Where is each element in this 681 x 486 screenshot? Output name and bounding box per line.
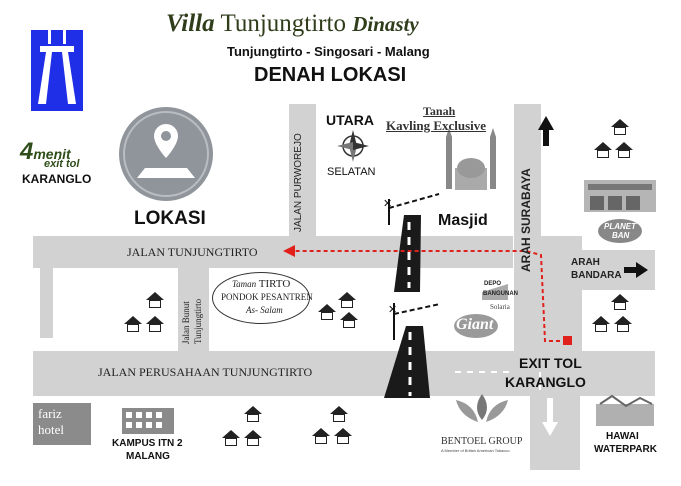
svg-text:✕: ✕: [388, 303, 397, 316]
exit-tol-line2: KARANGLO: [505, 374, 586, 390]
house-icon: [318, 304, 336, 320]
road-label-bunut-2: Tunjungtirto: [193, 298, 203, 344]
house-icon: [615, 142, 633, 158]
badge-menit: menit: [33, 146, 71, 162]
road-bunut-tunjungtirto: [178, 258, 209, 354]
pondok-pesantren: PONDOK PESANTREN: [221, 292, 313, 302]
bentoel-logo-icon: [456, 394, 508, 422]
highway-sign-icon: [29, 28, 85, 113]
road-label-arah-surabaya: ARAH SURABAYA: [519, 168, 533, 272]
house-icon: [312, 428, 330, 444]
subtitle: Tunjungtirto - Singosari - Malang: [227, 44, 430, 59]
badge-minutes: 4menit: [20, 138, 71, 166]
hawai-2: WATERPARK: [594, 444, 657, 455]
map-title: DENAH LOKASI: [254, 64, 407, 86]
page-title: Villa Tunjungtirto Dinasty: [166, 10, 419, 38]
waterpark-icon: [596, 394, 654, 426]
pondok-tirto: TIRTO: [258, 278, 291, 290]
road-label-perusahaan: JALAN PERUSAHAAN TUNJUNGTIRTO: [98, 365, 313, 379]
hawai-1: HAWAI: [606, 431, 639, 442]
pondok-taman: Taman: [232, 279, 257, 289]
planet-ban-logo-icon: [598, 219, 642, 243]
arrow-down-icon: [542, 398, 558, 436]
location-label: LOKASI: [134, 208, 206, 229]
bentoel-1: BENTOEL GROUP: [441, 436, 523, 447]
depo-1: DEPO: [484, 281, 502, 287]
solaria-label: Solaria: [490, 303, 510, 311]
tanah-line2: Kavling Exclusive: [386, 118, 487, 133]
pondok-badge: [212, 272, 310, 324]
house-icon: [124, 316, 142, 332]
route-line: [291, 250, 567, 342]
house-icon: [334, 428, 352, 444]
road-label-arah: ARAH: [571, 257, 600, 268]
mosque-icon: [446, 128, 496, 190]
house-icon: [244, 406, 262, 422]
railway-lower: [384, 326, 430, 398]
compass-north: UTARA: [326, 112, 374, 128]
fariz-2: hotel: [38, 422, 64, 437]
compass-south: SELATAN: [327, 166, 376, 178]
depo-bangunan-icon: [482, 284, 508, 300]
badge-karanglo: KARANGLO: [22, 172, 92, 186]
compass-icon: [337, 130, 369, 162]
title-villa: Villa: [166, 10, 215, 37]
pondok-assalam: As- Salam: [246, 305, 283, 315]
pondok-taman-tirto: Taman TIRTO: [232, 278, 290, 290]
title-dinasty: Dinasty: [352, 12, 419, 36]
road-label-purworejo: JALAN PURWOREJO: [293, 133, 304, 232]
fariz-1: fariz: [38, 406, 62, 421]
house-icon: [611, 119, 629, 135]
road-exit-south: [530, 390, 580, 470]
house-icon: [146, 292, 164, 308]
badge-number: 4: [20, 138, 34, 165]
giant-logo-icon: [454, 314, 498, 338]
road-label-bandara: BANDARA: [571, 270, 622, 281]
tanah-line1: Tanah: [423, 104, 456, 118]
house-icon: [244, 430, 262, 446]
house-icon: [611, 294, 629, 310]
house-icon: [330, 406, 348, 422]
planet-ban-2: BAN: [612, 231, 630, 240]
kampus-1: KAMPUS ITN 2: [112, 438, 183, 449]
house-icon: [614, 316, 632, 332]
railway-crossing-lower-icon: ✕: [388, 303, 441, 340]
kampus-2: MALANG: [126, 451, 170, 462]
house-icon: [594, 142, 612, 158]
road-tunjungtirto: [33, 236, 513, 268]
house-icon: [592, 316, 610, 332]
depo-2: BANGUNAN: [483, 291, 518, 297]
planet-ban-1: PLANET: [604, 222, 636, 231]
route-arrow: [283, 245, 295, 257]
exit-tol-line1: EXIT TOL: [519, 355, 582, 371]
location-pin-icon: [119, 107, 213, 201]
road-purworejo: [289, 104, 316, 254]
house-icon: [338, 292, 356, 308]
giant-label: Giant: [456, 316, 494, 333]
badge-exit: exit tol: [44, 158, 80, 170]
planet-ban-building-icon: [584, 180, 656, 212]
arrow-right-icon: [624, 262, 648, 278]
house-icon: [146, 316, 164, 332]
arrow-up-icon: [538, 116, 554, 146]
house-icon: [340, 312, 358, 328]
road-label-bunut-1: Jalan Bunut: [181, 301, 191, 344]
svg-text:✕: ✕: [383, 197, 392, 210]
route-start: [563, 336, 572, 345]
fariz-hotel-logo-icon: [33, 403, 91, 445]
title-name: Tunjungtirto: [220, 10, 346, 37]
bentoel-2: A Member of British American Tobacco: [441, 448, 510, 453]
road-bunut: [40, 258, 53, 338]
railway-crossing-upper-icon: ✕: [383, 193, 440, 225]
kampus-building-icon: [122, 408, 174, 434]
house-icon: [222, 430, 240, 446]
road-perusahaan: [33, 351, 655, 396]
road-label-tunjungtirto: JALAN TUNJUNGTIRTO: [127, 245, 258, 259]
masjid-label: Masjid: [438, 212, 488, 229]
